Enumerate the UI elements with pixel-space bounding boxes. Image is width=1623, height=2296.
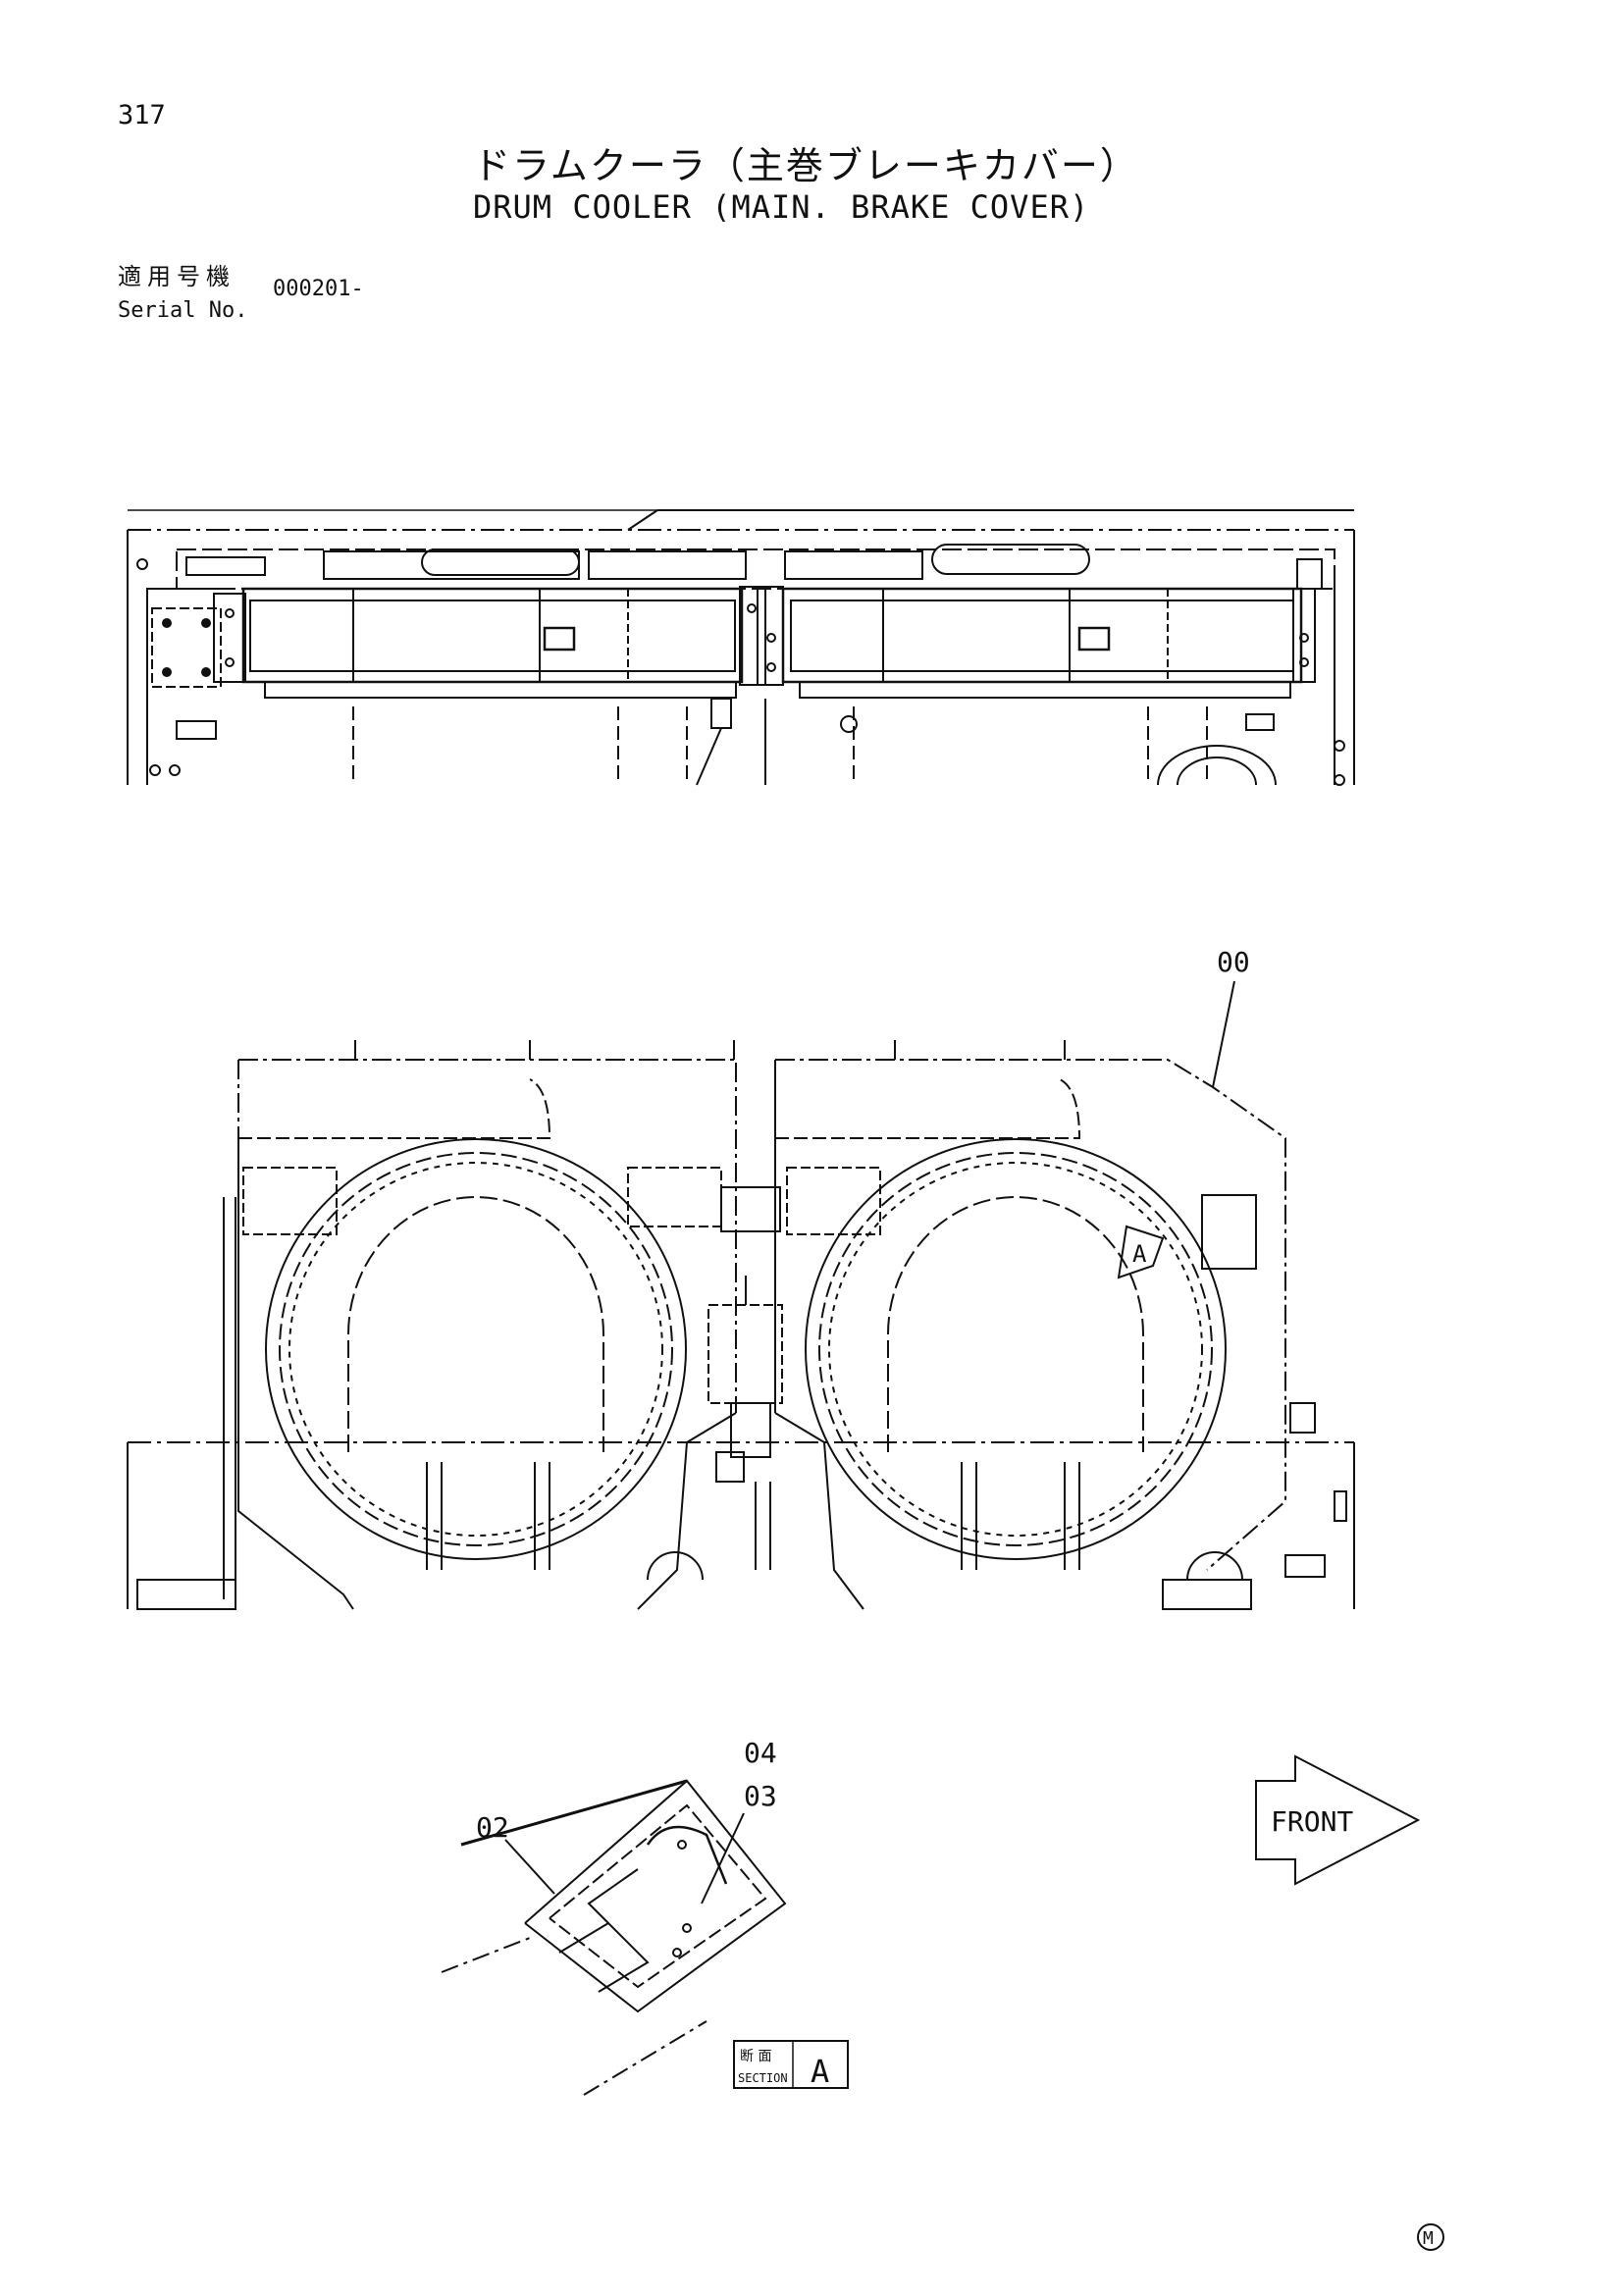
page-number: 317	[118, 100, 166, 130]
section-label-english: SECTION	[738, 2071, 788, 2085]
serial-label-english: Serial No.	[118, 298, 248, 323]
front-label: FRONT	[1271, 1805, 1353, 1838]
callout-part-04: 04	[744, 1737, 777, 1769]
section-label-japanese: 断 面	[740, 2049, 771, 2064]
page-title-english: DRUM COOLER (MAIN. BRAKE COVER)	[473, 188, 1090, 226]
section-a-detail-drawing	[441, 1779, 787, 2096]
front-direction-arrow	[1255, 1754, 1421, 1886]
callout-part-02: 02	[476, 1811, 509, 1844]
page-title-japanese: ドラムクーラ（主巻ブレーキカバー）	[473, 144, 1139, 187]
front-view-drawing	[127, 980, 1355, 1610]
view-marker-a: A	[1132, 1240, 1147, 1268]
callout-part-03: 03	[744, 1780, 777, 1812]
footer-mark-letter: M	[1423, 2228, 1434, 2249]
serial-number-value: 000201-	[273, 277, 364, 301]
section-label-box: 断 面 SECTION A	[733, 2040, 849, 2090]
section-label-letter: A	[811, 2053, 829, 2090]
footer-mark: M	[1417, 2223, 1444, 2251]
callout-part-00: 00	[1217, 946, 1250, 978]
top-view-drawing	[127, 509, 1355, 786]
serial-label-japanese: 適用号機	[118, 263, 236, 290]
